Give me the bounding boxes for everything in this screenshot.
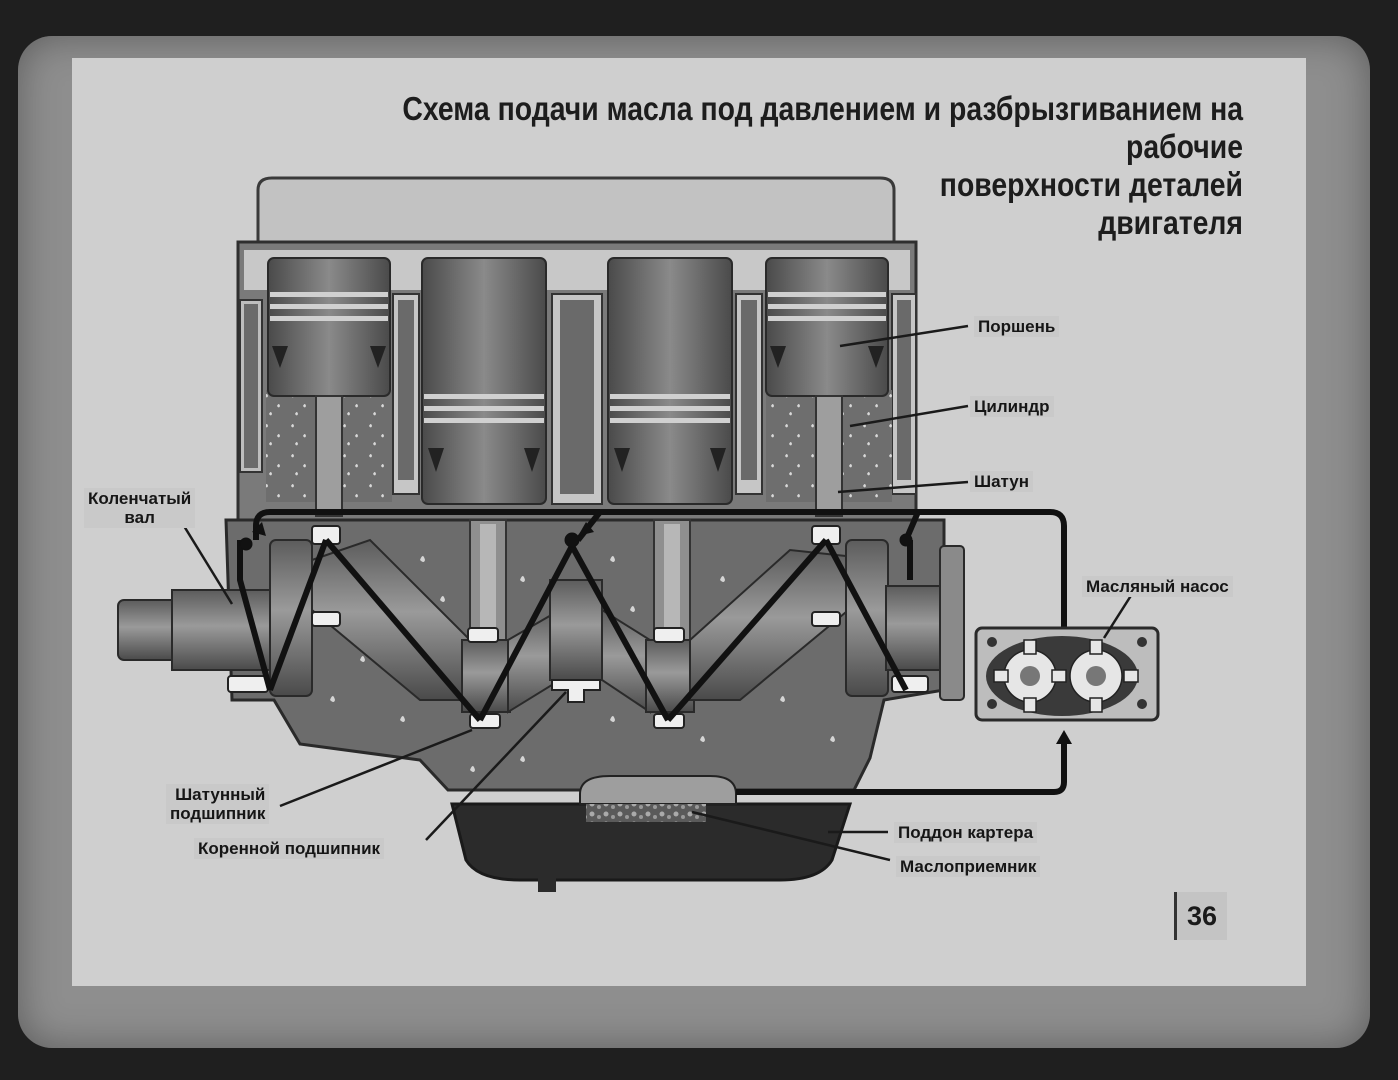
bearing-shells (227, 525, 929, 729)
piston (267, 257, 391, 397)
label-crankshaft-line-2: вал (124, 508, 155, 527)
cylinder-head (256, 176, 896, 246)
label-rod-bearing-line-1: Шатунный (175, 785, 266, 804)
label-oil-pump: Масляный насос (1082, 576, 1233, 597)
oil-pump (974, 626, 1160, 722)
oil-pan (450, 802, 853, 882)
title-line-2: поверхности деталей (939, 166, 1243, 203)
label-connecting-rod: Шатун (970, 471, 1034, 492)
title-line-3: двигателя (1098, 204, 1243, 241)
diagram-title: Схема подачи масла под давлением и разбр… (297, 90, 1243, 242)
label-main-bearing: Коренной подшипник (194, 838, 385, 859)
label-cylinder: Цилиндр (970, 396, 1054, 417)
label-piston: Поршень (974, 316, 1060, 337)
title-line-1: Схема подачи масла под давлением и разбр… (402, 90, 1243, 165)
label-crankshaft: Коленчатый вал (84, 488, 196, 528)
label-rod-bearing-line-2: подшипник (170, 804, 266, 823)
label-oil-pan: Поддон картера (894, 822, 1038, 843)
connecting-rod (315, 395, 843, 517)
label-crankshaft-line-1: Коленчатый (88, 489, 192, 508)
label-oil-intake: Маслоприемник (896, 856, 1041, 877)
label-rod-bearing: Шатунный подшипник (166, 784, 270, 824)
leader-lines (182, 324, 1134, 862)
oil-flow-arrows (252, 522, 1072, 744)
page-number: 36 (1174, 892, 1227, 940)
